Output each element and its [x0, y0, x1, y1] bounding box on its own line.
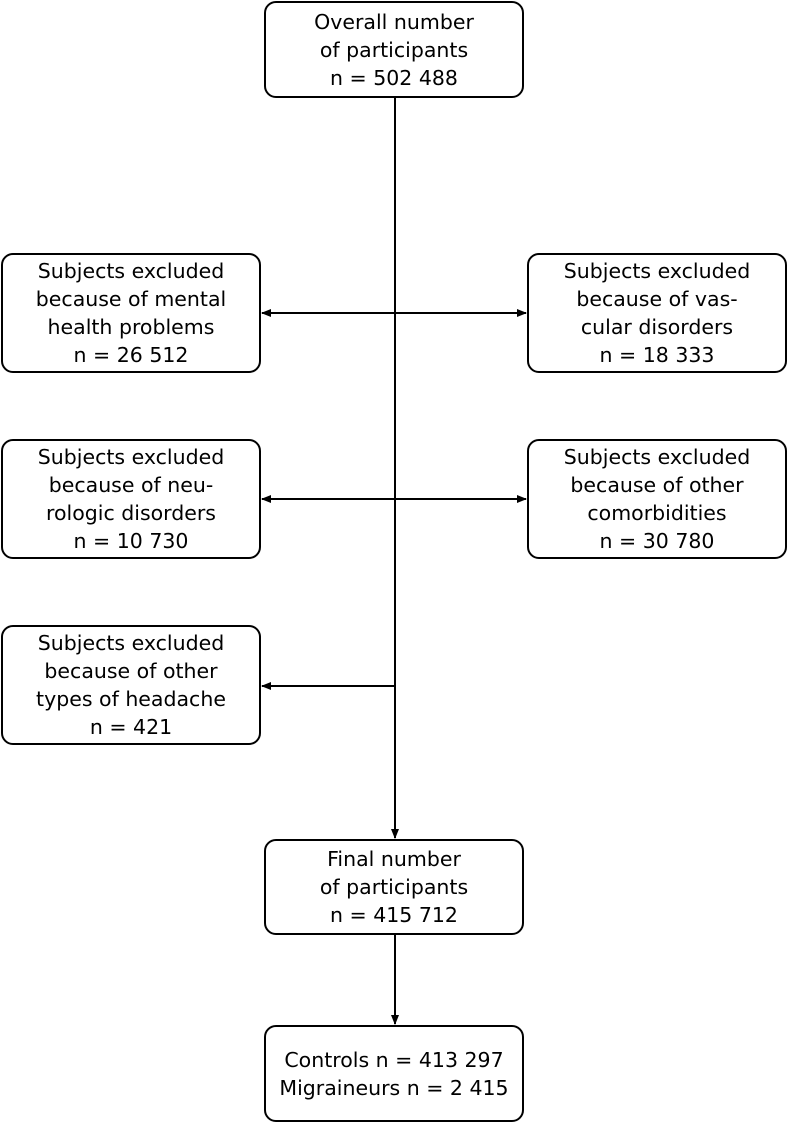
excluded-mental-count: n = 26 512 — [73, 343, 189, 367]
groups-box: Controls n = 413 297 Migraineurs n = 2 4… — [264, 1025, 524, 1122]
excluded-vascular-line-3: cular disorders — [580, 315, 734, 339]
excluded-vascular-count: n = 18 333 — [599, 343, 715, 367]
excluded-vascular-line-2: because of vas- — [576, 287, 738, 311]
migraineurs-count: Migraineurs n = 2 415 — [279, 1075, 509, 1100]
start-box: Overall number of participants n = 502 4… — [264, 1, 524, 98]
excluded-comorbid-count: n = 30 780 — [599, 529, 715, 553]
excluded-vascular-box: Subjects excluded because of vas- cular … — [527, 253, 787, 373]
excluded-comorbid-line-2: because of other — [570, 473, 744, 497]
excluded-comorbid-box: Subjects excluded because of other comor… — [527, 439, 787, 559]
excluded-mental-line-1: Subjects excluded — [37, 259, 225, 283]
excluded-neuro-line-3: rologic disorders — [46, 501, 216, 525]
excluded-neuro-box: Subjects excluded because of neu- rologi… — [1, 439, 261, 559]
final-box: Final number of participants n = 415 712 — [264, 839, 524, 935]
excluded-vascular-line-1: Subjects excluded — [563, 259, 751, 283]
excluded-mental-line-2: because of mental — [35, 287, 227, 311]
excluded-neuro-line-2: because of neu- — [48, 473, 214, 497]
excluded-neuro-count: n = 10 730 — [73, 529, 189, 553]
excluded-mental-line-3: health problems — [47, 315, 215, 339]
final-line-1: Final number — [327, 847, 461, 871]
excluded-comorbid-line-1: Subjects excluded — [563, 445, 751, 469]
start-line-2: of participants — [319, 37, 469, 62]
controls-count: Controls n = 413 297 — [284, 1047, 504, 1072]
excluded-headache-box: Subjects excluded because of other types… — [1, 625, 261, 745]
excluded-headache-line-3: types of headache — [36, 687, 226, 711]
final-count: n = 415 712 — [330, 903, 458, 927]
final-line-2: of participants — [319, 875, 469, 899]
excluded-headache-line-2: because of other — [44, 659, 218, 683]
excluded-comorbid-line-3: comorbidities — [587, 501, 727, 525]
excluded-neuro-line-1: Subjects excluded — [37, 445, 225, 469]
excluded-headache-line-1: Subjects excluded — [37, 631, 225, 655]
excluded-headache-count: n = 421 — [89, 715, 173, 739]
start-count: n = 502 488 — [330, 65, 458, 90]
excluded-mental-box: Subjects excluded because of mental heal… — [1, 253, 261, 373]
start-line-1: Overall number — [314, 9, 474, 34]
